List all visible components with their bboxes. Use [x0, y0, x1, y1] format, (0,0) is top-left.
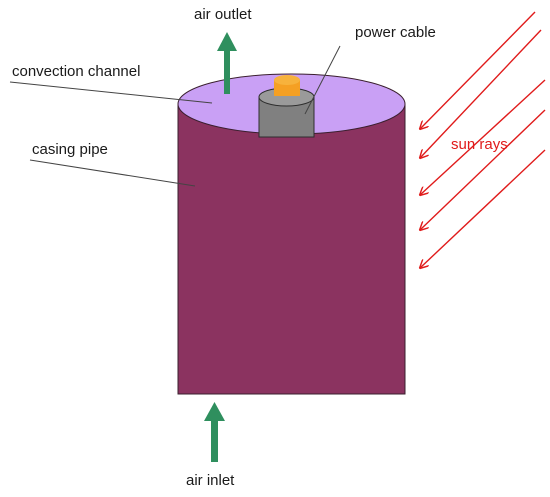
casing-pipe-body — [177, 104, 406, 395]
label-air-inlet: air inlet — [186, 472, 235, 489]
arrow-up-icon — [204, 402, 225, 462]
label-air-outlet: air outlet — [194, 6, 252, 23]
arrow-down-left-icon — [420, 29, 542, 158]
arrow-up-icon — [217, 32, 237, 94]
label-sun-rays: sun rays — [451, 136, 508, 153]
arrow-down-left-icon — [420, 11, 536, 129]
leader-line-convection-channel — [9, 81, 213, 104]
leader-line-power-cable — [304, 45, 341, 115]
label-convection-channel: convection channel — [12, 63, 141, 80]
arrow-down-left-icon — [420, 79, 546, 195]
power-cable-core-top — [274, 75, 300, 85]
label-power-cable: power cable — [355, 24, 436, 41]
arrow-down-left-icon — [420, 149, 546, 268]
label-casing-pipe: casing pipe — [32, 141, 108, 158]
sun-rays — [420, 11, 546, 268]
arrow-down-left-icon — [420, 109, 546, 230]
leader-line-casing-pipe — [29, 159, 196, 187]
